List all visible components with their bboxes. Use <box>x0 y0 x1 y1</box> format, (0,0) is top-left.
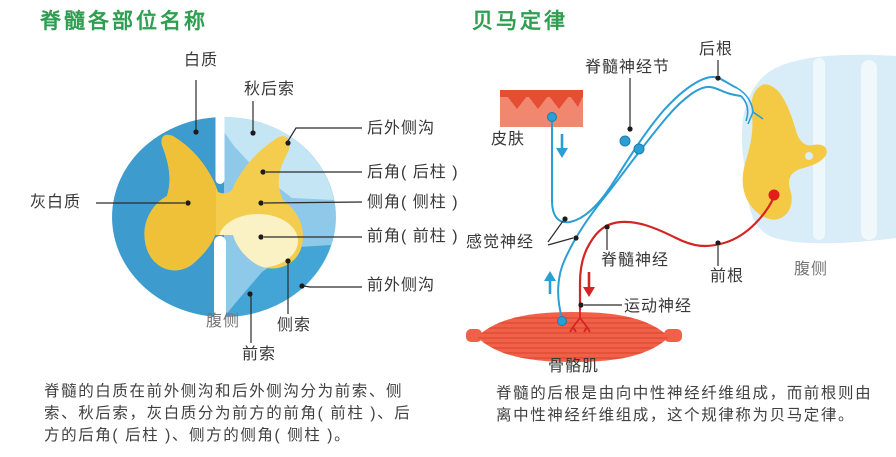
left-caption-line-2: 索、秋后索，灰白质分为前方的前角( 前柱 )、后 <box>44 405 412 422</box>
left-caption: 脊髓的白质在前外侧沟和后外侧沟分为前索、侧 索、秋后索，灰白质分为前方的前角( … <box>44 381 411 447</box>
signal-direction-arrows <box>544 134 595 297</box>
label-posterior-funiculus: 秋后索 <box>244 81 296 98</box>
label-ventral-right: 腹侧 <box>794 261 829 278</box>
label-skeletal-muscle: 骨骼肌 <box>548 358 600 375</box>
posterior-median-fissure <box>215 112 225 184</box>
label-posterolateral-sulcus: 后外侧沟 <box>367 120 436 137</box>
label-spinal-nerve: 脊髓神经 <box>601 252 670 269</box>
left-diagram-title: 脊髓各部位名称 <box>40 10 208 33</box>
right-leader-dots <box>562 75 721 308</box>
right-caption: 脊髓的后根是由向中性神经纤维组成，而前根则由 离中性神经纤维组成，这个规律称为贝… <box>496 383 872 427</box>
motor-nerve-path <box>569 196 775 333</box>
label-gray-matter: 灰白质 <box>30 194 82 211</box>
label-skin: 皮肤 <box>491 131 526 148</box>
right-diagram-title: 贝马定律 <box>472 10 568 33</box>
left-caption-line-1: 脊髓的白质在前外侧沟和后外侧沟分为前索、侧 <box>44 383 404 400</box>
label-posterior-horn: 后角( 后柱 ) <box>367 164 459 181</box>
label-white-matter: 白质 <box>184 52 219 69</box>
left-leader-lines <box>96 80 363 343</box>
left-leader-dots <box>185 129 305 297</box>
gray-matter-right-diagram <box>742 84 827 220</box>
label-spinal-ganglion: 脊髓神经节 <box>585 59 671 76</box>
spinal-cord-cross-section <box>112 112 336 320</box>
label-lateral-horn: 侧角( 侧柱 ) <box>367 194 459 211</box>
cord-highlight-streak-2 <box>861 60 877 240</box>
central-canal <box>805 152 813 160</box>
skeletal-muscle <box>466 312 682 362</box>
label-anterior-horn: 前角( 前柱 ) <box>367 228 459 245</box>
diagram-canvas <box>96 54 896 362</box>
neuron-cell-bodies <box>547 112 780 326</box>
label-lateral-funiculus: 侧索 <box>277 317 312 334</box>
sensory-nerve-paths <box>551 75 764 319</box>
label-ventral-left: 腹侧 <box>206 313 241 330</box>
label-posterior-root: 后根 <box>699 41 734 58</box>
skin-patch <box>500 90 583 127</box>
left-caption-line-3: 方的后角( 后柱 )、侧方的侧角( 侧柱 )。 <box>44 427 352 444</box>
label-anterior-root: 前根 <box>710 268 745 285</box>
right-leader-lines <box>547 60 719 306</box>
right-caption-line-1: 脊髓的后根是由向中性神经纤维组成，而前根则由 <box>496 385 873 402</box>
label-anterolateral-sulcus: 前外侧沟 <box>367 277 436 294</box>
label-sensory-nerve: 感觉神经 <box>466 234 535 251</box>
label-motor-nerve: 运动神经 <box>624 298 693 315</box>
right-caption-line-2: 离中性神经纤维组成，这个规律称为贝马定律。 <box>496 407 856 424</box>
label-anterior-funiculus: 前索 <box>242 346 277 363</box>
anterior-median-fissure <box>214 236 226 320</box>
